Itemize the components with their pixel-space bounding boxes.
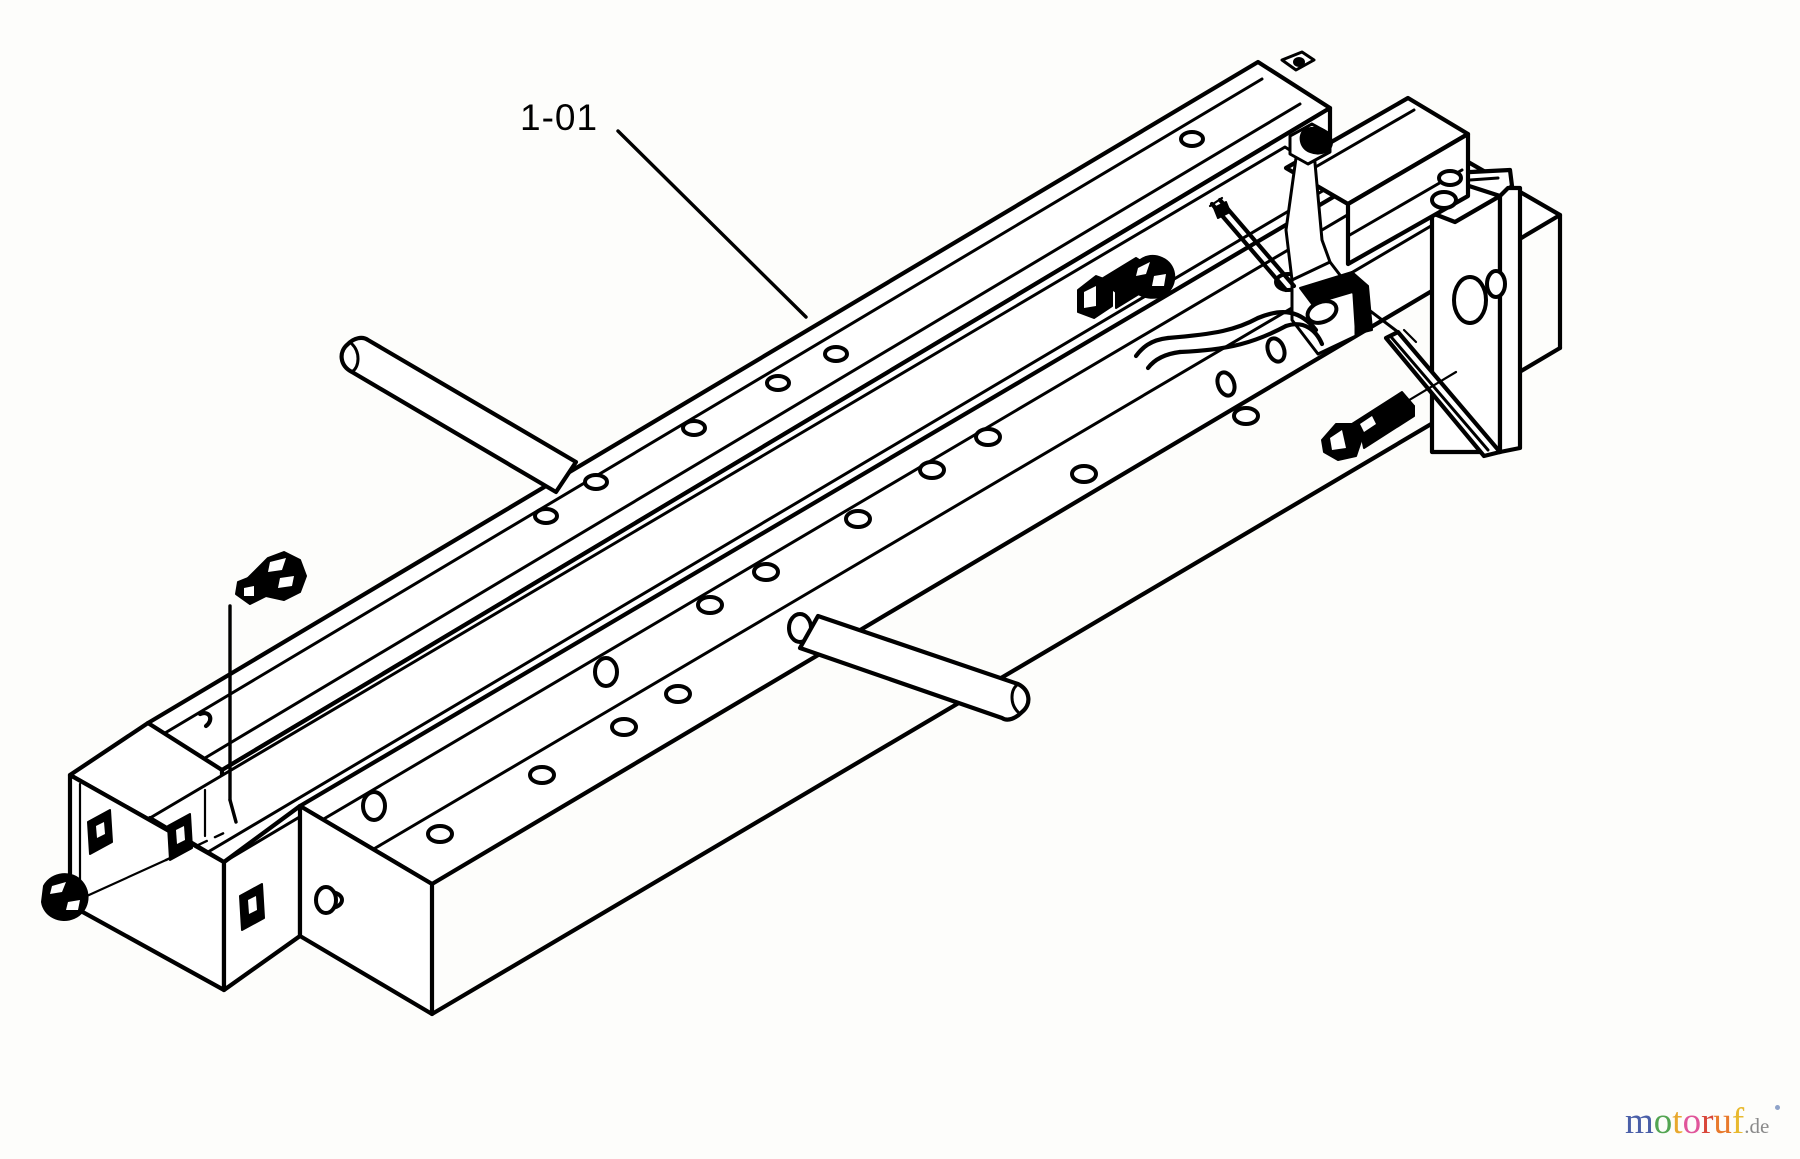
callout-label-1-01: 1-01 — [520, 97, 599, 138]
frame-mounting-holes — [197, 130, 1463, 910]
watermark-letter-t: t — [1672, 1101, 1683, 1142]
watermark-letter-r: r — [1701, 1101, 1714, 1142]
axle-tube-front — [339, 335, 579, 495]
rear-upper-lug — [1288, 122, 1333, 166]
spacer-bushing-center — [1129, 255, 1176, 299]
front-face-hole — [314, 885, 338, 915]
axle-tube-rear — [797, 613, 1031, 722]
callout-leader-line — [616, 129, 808, 319]
watermark-letter-o2: o — [1682, 1101, 1702, 1142]
rear-box-section — [1274, 95, 1471, 292]
watermark-accent-dot — [1775, 1105, 1780, 1110]
motoruf-watermark: motoruf.de — [1625, 1101, 1780, 1142]
hex-bolt-lower-left — [41, 830, 228, 921]
watermark-letter-m: m — [1625, 1101, 1654, 1142]
main-frame-assembly — [67, 50, 1563, 1017]
watermark-tld: .de — [1744, 1114, 1770, 1138]
front-bracket-pads — [87, 809, 265, 931]
watermark-letter-f: f — [1731, 1101, 1745, 1142]
hex-bolt-left — [228, 551, 307, 824]
watermark-letter-o1: o — [1653, 1101, 1673, 1142]
top-right-mount-ears — [1280, 50, 1316, 72]
rear-gusset-brace — [1330, 280, 1503, 459]
hitch-bracket — [1133, 150, 1373, 398]
watermark-letter-u: u — [1713, 1101, 1732, 1142]
hex-bolt-right — [1321, 370, 1458, 461]
